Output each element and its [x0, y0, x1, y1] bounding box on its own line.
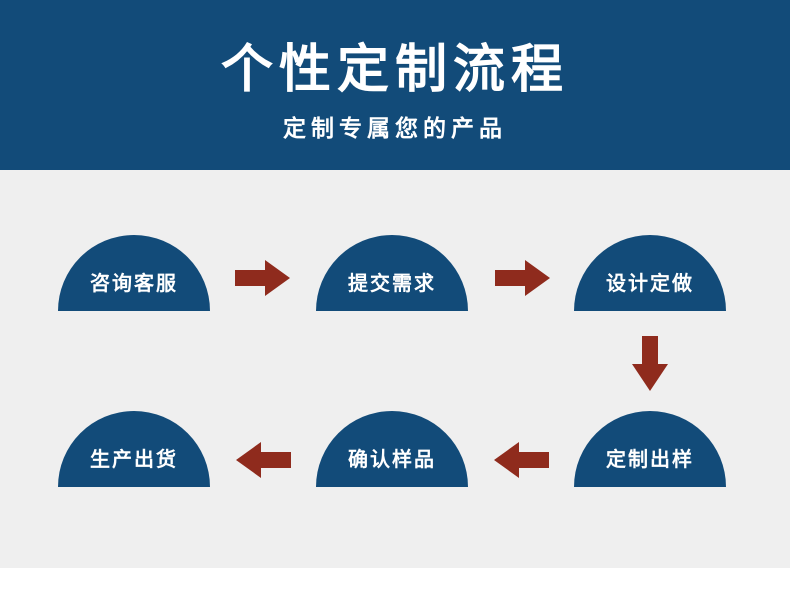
arrow-left-icon	[236, 442, 291, 478]
header-banner: 个性定制流程 定制专属您的产品	[0, 0, 790, 170]
arrow-left-icon	[494, 442, 549, 478]
arrow-right-icon	[495, 260, 550, 296]
arrow-down-icon	[632, 336, 668, 391]
process-panel	[0, 170, 790, 568]
page-title: 个性定制流程	[220, 40, 569, 100]
arrow-right-icon	[235, 260, 290, 296]
page-subtitle: 定制专属您的产品	[283, 116, 507, 142]
